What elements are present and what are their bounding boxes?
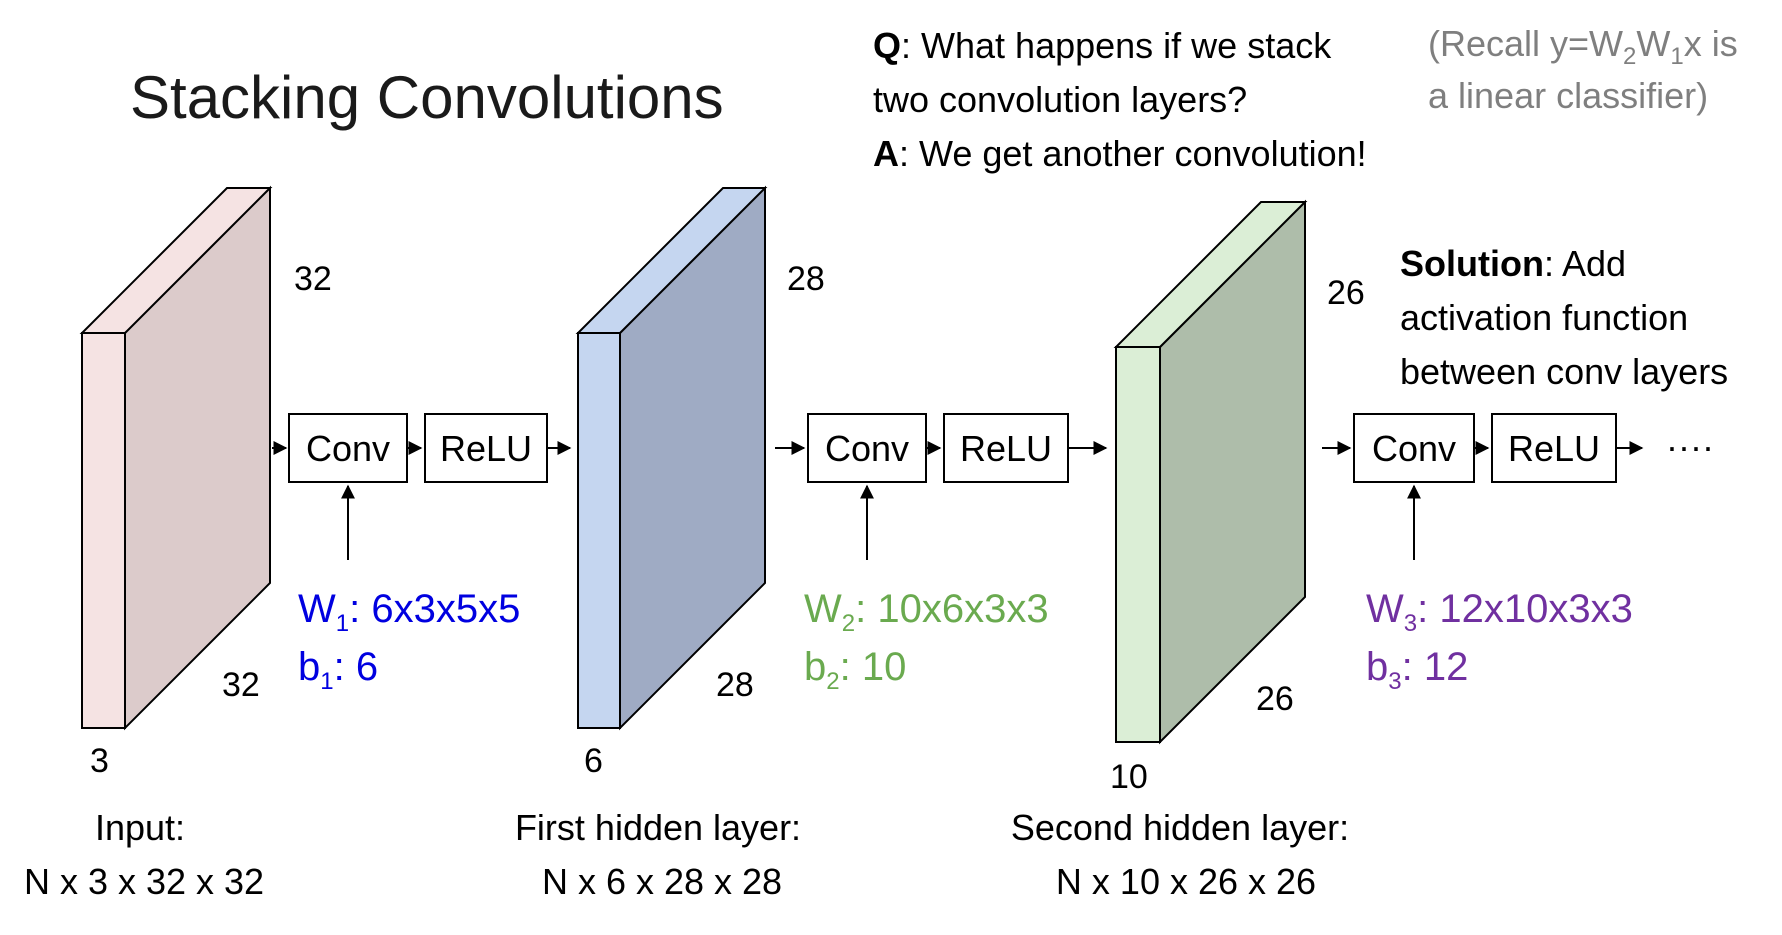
- hidden1-width-label: 28: [716, 666, 754, 704]
- input-caption-2: N x 3 x 32 x 32: [24, 861, 264, 902]
- hidden2-caption-1: Second hidden layer:: [1011, 807, 1349, 848]
- hidden1-caption-2: N x 6 x 28 x 28: [542, 861, 782, 902]
- recall-line-2: a linear classifier): [1428, 75, 1708, 116]
- relu2-label: ReLU: [960, 428, 1052, 469]
- slide-title: Stacking Convolutions: [130, 64, 724, 131]
- q-prefix: Q: [873, 25, 901, 66]
- input-width-label: 32: [222, 666, 260, 704]
- hidden1-front-face: [577, 332, 621, 729]
- hidden2-depth-label: 10: [1110, 758, 1148, 796]
- w1-label: W1: 6x3x5x5: [298, 587, 520, 637]
- conv2-label: Conv: [825, 428, 909, 469]
- relu3-box: [1491, 413, 1617, 483]
- input-front-face: [81, 332, 126, 729]
- conv1-box: [288, 413, 408, 483]
- hidden2-front-face: [1115, 346, 1161, 743]
- conv3-label: Conv: [1372, 428, 1456, 469]
- b1-label: b1: 6: [298, 645, 378, 695]
- a-text: : We get another convolution!: [899, 133, 1367, 174]
- hidden1-volume: [575, 185, 768, 731]
- question-line-2: two convolution layers?: [873, 79, 1247, 120]
- b2-label: b2: 10: [804, 645, 906, 695]
- w2-label: W2: 10x6x3x3: [804, 587, 1049, 637]
- conv3-box: [1353, 413, 1475, 483]
- w3-label: W3: 12x10x3x3: [1366, 587, 1633, 637]
- hidden2-height-label: 26: [1327, 274, 1365, 312]
- q-text-1: : What happens if we stack: [901, 25, 1332, 66]
- relu1-box: [424, 413, 548, 483]
- a-prefix: A: [873, 133, 899, 174]
- hidden1-caption-1: First hidden layer:: [515, 807, 801, 848]
- question-line-1: Q: What happens if we stack: [873, 25, 1332, 66]
- b3-label: b3: 12: [1366, 645, 1468, 695]
- ellipsis: ····: [1666, 426, 1714, 467]
- input-height-label: 32: [294, 260, 332, 298]
- hidden1-height-label: 28: [787, 260, 825, 298]
- input-caption-1: Input:: [95, 807, 185, 848]
- input-volume: [79, 185, 273, 731]
- recall-line-1: (Recall y=W2W1x is: [1428, 23, 1738, 70]
- hidden2-caption-2: N x 10 x 26 x 26: [1056, 861, 1316, 902]
- hidden2-volume: [1113, 199, 1308, 745]
- conv2-box: [807, 413, 927, 483]
- input-depth-label: 3: [90, 742, 109, 780]
- hidden1-depth-label: 6: [584, 742, 603, 780]
- solution-line-2: activation function: [1400, 297, 1688, 338]
- conv1-label: Conv: [306, 428, 390, 469]
- solution-line-3: between conv layers: [1400, 351, 1728, 392]
- relu1-label: ReLU: [440, 428, 532, 469]
- relu3-label: ReLU: [1508, 428, 1600, 469]
- answer-line: A: We get another convolution!: [873, 133, 1367, 174]
- hidden2-width-label: 26: [1256, 680, 1294, 718]
- solution-line-1: Solution: Add: [1400, 243, 1626, 284]
